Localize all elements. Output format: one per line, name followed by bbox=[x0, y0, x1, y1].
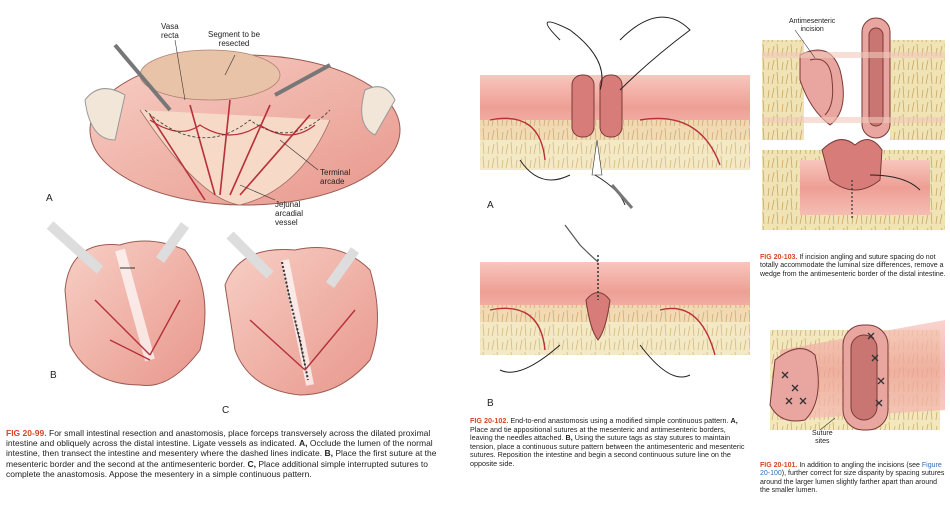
fig99-caption-label: FIG 20-99. bbox=[6, 428, 47, 438]
fig102-panel-b-label: B bbox=[487, 398, 494, 409]
fig99-caption-a-label: A, bbox=[298, 438, 308, 449]
fig99-caption-a-text: Occlude the lumen of the normal intestin… bbox=[6, 438, 433, 459]
label-terminal-arcade: Terminal arcade bbox=[320, 168, 351, 186]
fig99-caption-c-label: C, bbox=[247, 458, 256, 469]
fig102-caption-text: End-to-end anastomosis using a modified … bbox=[510, 416, 729, 425]
fig102-panel-a-label: A bbox=[487, 200, 494, 211]
fig99-panel-b-label: B bbox=[50, 370, 57, 381]
fig101-caption: FIG 20-101. In addition to angling the i… bbox=[760, 462, 946, 496]
fig99-caption-text: For small intestinal resection and anast… bbox=[6, 428, 431, 449]
label-suture-sites: Suture sites bbox=[812, 430, 833, 445]
fig102-caption-b-label: B, bbox=[565, 433, 573, 442]
label-antimesenteric-incision: Antimesenteric incision bbox=[789, 18, 836, 33]
fig99-caption-b-label: B, bbox=[324, 448, 334, 459]
fig103-caption-text: If incision angling and suture spacing d… bbox=[760, 254, 946, 278]
fig102-caption: FIG 20-102. End-to-end anastomosis using… bbox=[470, 416, 748, 468]
fig102-caption-label: FIG 20-102. bbox=[470, 416, 509, 425]
fig99-caption-b-text: Place the first suture at the mesenteric… bbox=[6, 448, 437, 469]
label-segment-to-be-resected: Segment to be resected bbox=[208, 30, 261, 48]
fig101-caption-label: FIG 20-101. bbox=[760, 462, 798, 469]
fig101-caption-text-before: In addition to angling the incisions (se… bbox=[799, 462, 920, 469]
fig101-illustration bbox=[769, 320, 945, 431]
fig99-panel-c-label: C bbox=[222, 405, 230, 416]
fig99-caption-c-text: Place additional simple interrupted sutu… bbox=[6, 458, 428, 479]
fig99-panel-a-illustration bbox=[84, 39, 401, 206]
fig103-caption: FIG 20-103. If incision angling and sutu… bbox=[760, 254, 946, 279]
fig99-panel-c-illustration bbox=[224, 231, 378, 396]
fig99-panel-b-illustration bbox=[46, 221, 206, 387]
label-jejunal-arcadial-vessel: Jejunal arcadial vessel bbox=[275, 200, 304, 227]
fig103-caption-label: FIG 20-103. bbox=[760, 254, 798, 261]
label-vasa-recta: Vasa recta bbox=[161, 22, 179, 40]
fig103-bottom-illustration bbox=[762, 139, 945, 230]
fig102-panel-b-illustration bbox=[480, 224, 750, 378]
fig102-caption-a-text: Place and tie appositional sutures at th… bbox=[470, 424, 726, 442]
fig99-panel-a-label: A bbox=[46, 193, 53, 204]
fig103-top-illustration bbox=[762, 17, 945, 140]
fig102-panel-a-illustration bbox=[480, 16, 750, 209]
fig101-caption-figure-link[interactable]: Figure 20-100 bbox=[760, 462, 942, 478]
fig102-caption-b-text: Using the suture tags as stay sutures to… bbox=[470, 433, 745, 468]
fig101-caption-text-after: ), further correct for size disparity by… bbox=[760, 470, 945, 495]
fig102-caption-a-label: A, bbox=[730, 416, 738, 425]
fig99-caption: FIG 20-99. For small intestinal resectio… bbox=[6, 428, 446, 479]
